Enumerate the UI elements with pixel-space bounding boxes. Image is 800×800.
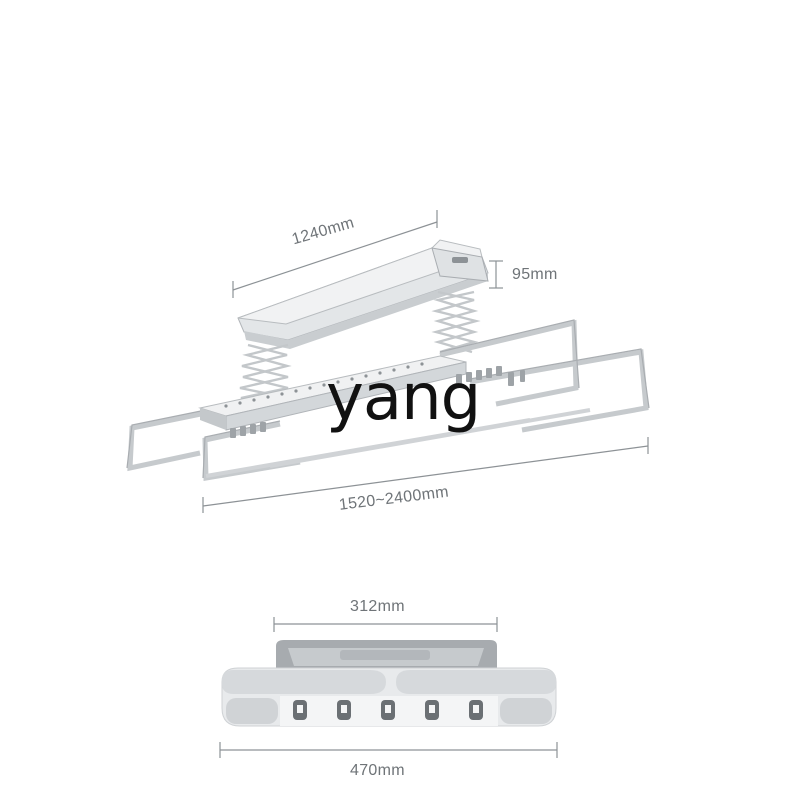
- cross-section: [221, 640, 557, 727]
- base-width-dimension-line: [219, 742, 558, 758]
- rack-frame-right: [439, 319, 649, 433]
- scissor-arm-right: [431, 290, 481, 354]
- extension-dimension-line: [202, 437, 649, 513]
- hanging-pole: [205, 408, 591, 478]
- top-width-dimension-line: [273, 617, 498, 632]
- base-width-label: 470mm: [350, 762, 405, 779]
- height-label: 95mm: [512, 266, 558, 283]
- hanger-clips-right: [456, 366, 525, 386]
- hanger-clips-left: [230, 422, 266, 438]
- top-width-label: 312mm: [350, 598, 405, 615]
- watermark-text: yang: [326, 361, 481, 435]
- motor-housing: [237, 239, 489, 349]
- cross-section-hooks: [293, 700, 483, 720]
- main-beam: [198, 355, 467, 431]
- housing-light: [452, 257, 468, 263]
- length-dimension-line: [232, 210, 438, 298]
- height-dimension-line: [489, 260, 503, 289]
- beam-holes: [224, 362, 424, 408]
